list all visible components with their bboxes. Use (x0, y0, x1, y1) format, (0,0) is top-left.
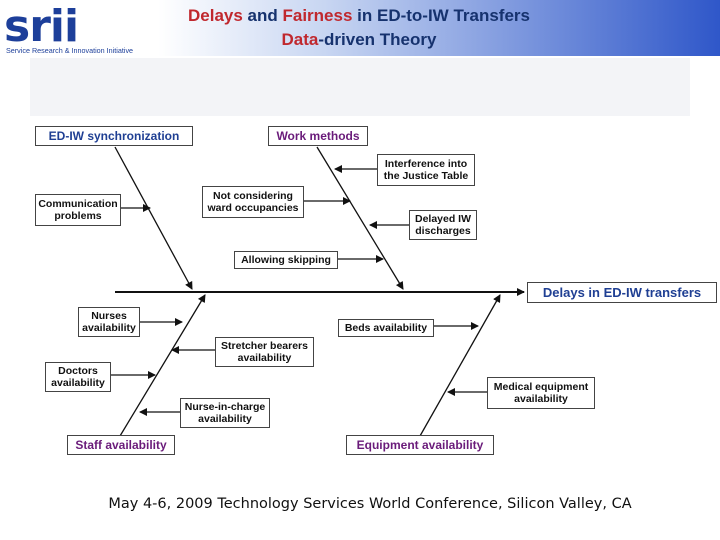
logo-mark: srii (4, 1, 79, 52)
slide-title-line2: Data-driven Theory (0, 30, 718, 50)
cause-medeq-line2: availability (514, 393, 568, 405)
title-word-rest: in ED-to-IW Transfers (352, 6, 530, 25)
cause-interference-justice-table: Interference into the Justice Table (377, 154, 475, 186)
cause-communication-problems: Communication problems (35, 194, 121, 226)
cause-justice-line1: Interference into (384, 158, 468, 170)
bone-work-methods (316, 146, 404, 290)
cause-communication-line1: Communication (38, 198, 118, 210)
cause-not-considering-ward-occupancies: Not considering ward occupancies (202, 186, 304, 218)
cause-medical-equipment-availability: Medical equipment availability (487, 377, 595, 409)
cause-ward-line2: ward occupancies (207, 202, 299, 214)
cause-nic-line1: Nurse-in-charge (184, 401, 266, 413)
logo-tagline: Service Research & Innovation Initiative (6, 46, 134, 55)
cause-communication-line2: problems (54, 210, 102, 222)
cause-doctors-line2: availability (51, 377, 105, 389)
effect-box: Delays in ED-IW transfers (527, 282, 717, 303)
cause-ward-line1: Not considering (213, 190, 293, 202)
cause-nurses-availability: Nurses availability (78, 307, 140, 337)
title-word-driven-theory: -driven Theory (318, 30, 437, 49)
cause-doctors-availability: Doctors availability (45, 362, 111, 392)
cause-justice-line2: the Justice Table (383, 170, 469, 182)
bone-equipment (419, 294, 501, 437)
cause-allowing-skipping: Allowing skipping (234, 251, 338, 269)
cause-nic-line2: availability (198, 413, 252, 425)
title-word-delays: Delays (187, 6, 243, 25)
cause-nurses-line2: availability (82, 322, 136, 334)
cause-medeq-line1: Medical equipment (493, 381, 589, 393)
cause-nurse-in-charge-availability: Nurse-in-charge availability (180, 398, 270, 428)
conference-footer: May 4-6, 2009 Technology Services World … (108, 496, 632, 512)
title-word-data: Data (281, 30, 319, 49)
cause-beds-availability: Beds availability (338, 319, 434, 337)
cause-doctors-line1: Doctors (58, 365, 98, 377)
cause-stretcher-line2: availability (237, 352, 292, 364)
cause-delayed-iw-discharges: Delayed IW discharges (409, 210, 477, 240)
bone-staff (119, 294, 206, 437)
category-work-methods: Work methods (268, 126, 368, 146)
title-word-fairness: Fairness (282, 6, 353, 25)
cause-discharges-line1: Delayed IW (414, 213, 472, 225)
title-area (30, 58, 690, 116)
cause-stretcher-bearers-availability: Stretcher bearers availability (215, 337, 314, 367)
cause-stretcher-line1: Stretcher bearers (221, 340, 308, 352)
srii-logo: srii Service Research & Innovation Initi… (4, 2, 154, 56)
header-band (0, 0, 720, 56)
category-equipment-availability: Equipment availability (346, 435, 494, 455)
title-word-and: and (242, 6, 283, 25)
category-ed-iw-synchronization: ED-IW synchronization (35, 126, 193, 146)
cause-discharges-line2: discharges (415, 225, 471, 237)
category-staff-availability: Staff availability (67, 435, 175, 455)
slide-title-line1: Delays and Fairness in ED-to-IW Transfer… (0, 6, 718, 26)
cause-nurses-line1: Nurses (91, 310, 127, 322)
bone-ed-iw-sync (114, 146, 193, 290)
